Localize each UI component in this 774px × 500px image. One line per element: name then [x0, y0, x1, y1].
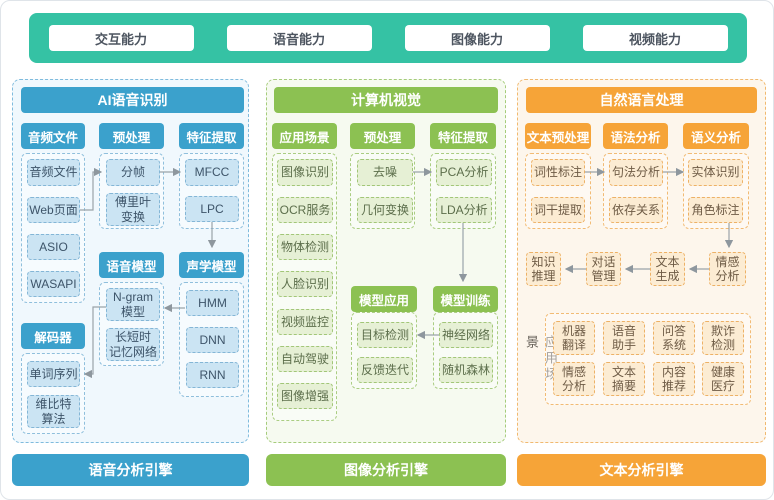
node-audio-file: 音频文件 — [27, 159, 80, 186]
node-random-forest: 随机森林 — [439, 357, 493, 383]
node-qa-system: 问答 系统 — [653, 321, 695, 355]
node-content-recommendation: 内容 推荐 — [653, 362, 695, 396]
node-dependency: 依存关系 — [609, 197, 663, 223]
text-engine-bar: 文本分析引擎 — [517, 454, 766, 486]
node-dialog-management: 对话 管理 — [586, 252, 621, 286]
node-rnn: RNN — [186, 362, 239, 388]
image-engine-bar: 图像分析引擎 — [266, 454, 506, 486]
capability-interaction: 交互能力 — [48, 25, 194, 51]
header-decoder: 解码器 — [21, 323, 85, 349]
header-model-application: 模型应用 — [351, 286, 417, 312]
node-healthcare: 健康 医疗 — [702, 362, 744, 396]
header-syntax-analysis: 语法分析 — [603, 123, 668, 149]
header-vision-preprocess: 预处理 — [350, 123, 415, 149]
node-denoise: 去噪 — [357, 159, 413, 186]
panel-title-nlp: 自然语言处理 — [526, 87, 757, 113]
header-model-training: 模型训练 — [433, 286, 498, 312]
node-fourier-transform: 傅里叶 变换 — [106, 193, 160, 226]
node-face-recognition: 人脸识别 — [277, 271, 333, 297]
capability-bar: 交互能力 语音能力 图像能力 视频能力 — [29, 13, 747, 63]
node-voice-assistant: 语音 助手 — [603, 321, 645, 355]
header-text-preprocess: 文本预处理 — [525, 123, 591, 149]
node-text-summary: 文本 摘要 — [603, 362, 645, 396]
speech-engine-bar: 语音分析引擎 — [12, 454, 249, 486]
header-vision-scenarios: 应用场景 — [272, 123, 337, 149]
header-audio-file: 音频文件 — [21, 123, 85, 149]
node-viterbi: 维比特 算法 — [27, 395, 80, 428]
node-hmm: HMM — [186, 290, 239, 316]
node-image-recognition: 图像识别 — [277, 159, 333, 186]
node-mfcc: MFCC — [185, 159, 239, 186]
node-feedback-iteration: 反馈迭代 — [357, 357, 413, 383]
node-neural-network: 神经网络 — [439, 322, 493, 348]
capability-video: 视频能力 — [582, 25, 728, 51]
node-ocr-service: OCR服务 — [277, 197, 333, 223]
node-parsing: 句法分析 — [609, 159, 663, 186]
node-autonomous-driving: 自动驾驶 — [277, 346, 333, 372]
header-semantic-analysis: 语义分析 — [683, 123, 749, 149]
capability-speech: 语音能力 — [226, 25, 372, 51]
node-image-enhancement: 图像增强 — [277, 383, 333, 409]
header-vision-feature: 特征提取 — [430, 123, 496, 149]
node-dnn: DNN — [186, 327, 239, 353]
node-lpc: LPC — [185, 196, 239, 222]
node-fraud-detection: 欺诈 检测 — [702, 321, 744, 355]
node-machine-translation: 机器 翻译 — [553, 321, 595, 355]
node-stemming: 词干提取 — [531, 197, 585, 223]
node-knowledge-reasoning: 知识 推理 — [526, 252, 561, 286]
node-object-detection: 物体检测 — [277, 234, 333, 260]
node-target-detection: 目标检测 — [357, 322, 413, 348]
header-speech-preprocess: 预处理 — [99, 123, 164, 149]
node-wasapi: WASAPI — [27, 271, 80, 297]
node-video-monitoring: 视频监控 — [277, 309, 333, 335]
header-acoustic-model: 声学模型 — [179, 252, 244, 278]
node-web-page: Web页面 — [27, 197, 80, 223]
node-sentiment-analysis-app: 情感 分析 — [553, 362, 595, 396]
header-language-model: 语音模型 — [99, 252, 164, 278]
node-lda-analysis: LDA分析 — [436, 197, 492, 223]
node-sentiment-analysis: 情感 分析 — [709, 252, 746, 286]
header-speech-feature: 特征提取 — [179, 123, 244, 149]
node-asio: ASIO — [27, 234, 80, 260]
node-entity-recognition: 实体识别 — [688, 159, 743, 186]
panel-title-speech: AI语音识别 — [21, 87, 244, 113]
node-pca-analysis: PCA分析 — [436, 159, 492, 186]
node-text-generation: 文本 生成 — [650, 252, 685, 286]
node-ngram-model: N-gram 模型 — [106, 288, 160, 321]
panel-title-vision: 计算机视觉 — [274, 87, 498, 113]
node-role-labeling: 角色标注 — [688, 197, 743, 223]
node-pos-tagging: 词性标注 — [531, 159, 585, 186]
node-framing: 分帧 — [106, 159, 160, 186]
capability-image: 图像能力 — [404, 25, 550, 51]
node-lstm: 长短时 记忆网络 — [106, 328, 160, 361]
node-geometric-transform: 几何变换 — [357, 197, 413, 223]
node-word-sequence: 单词序列 — [27, 361, 80, 387]
